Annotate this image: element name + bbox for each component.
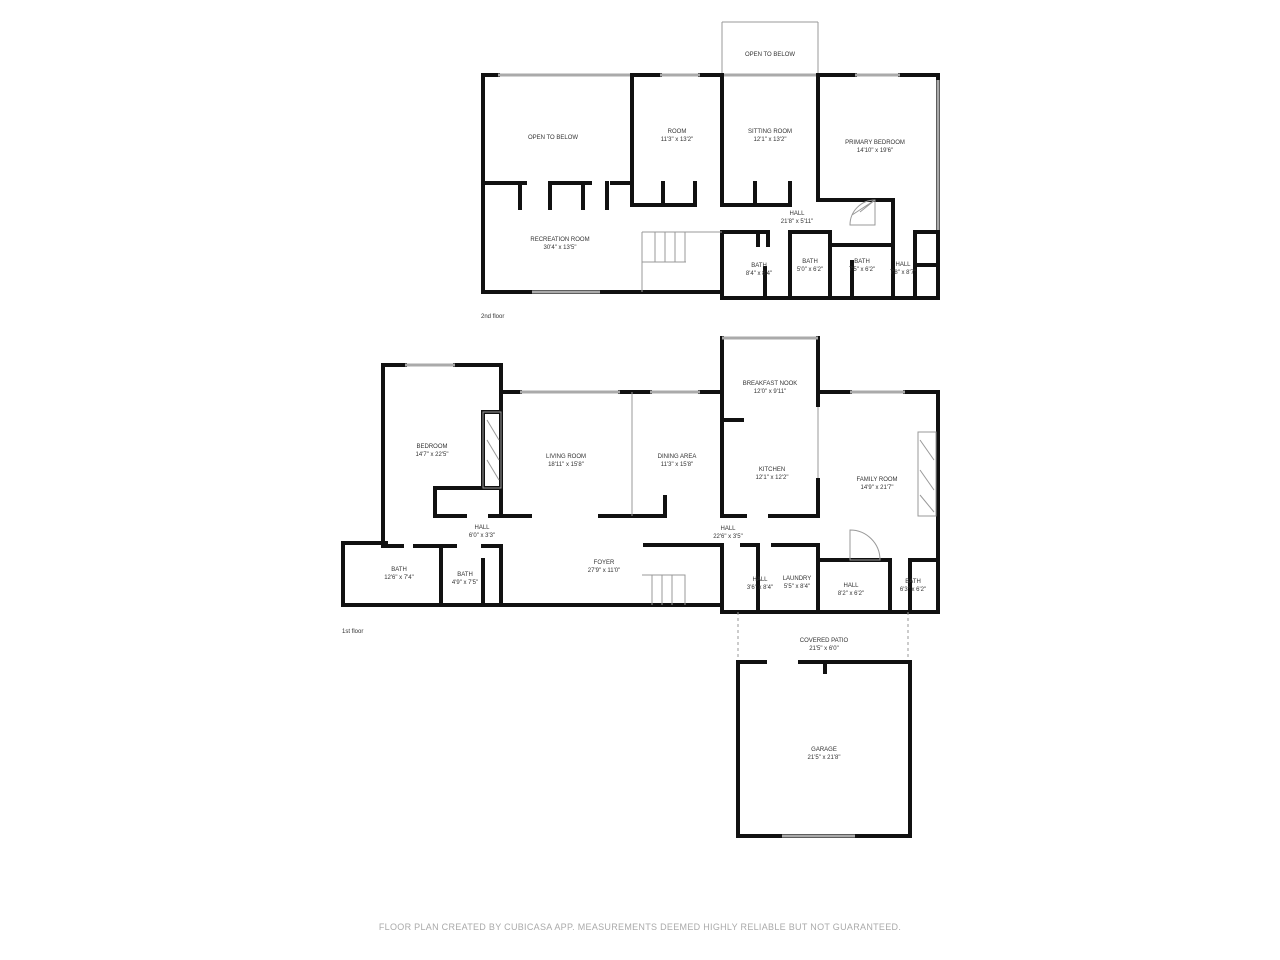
- room-name: BEDROOM: [416, 444, 447, 450]
- footer-disclaimer: FLOOR PLAN CREATED BY CUBICASA APP. MEAS…: [378, 922, 902, 932]
- room-name: BATH: [391, 567, 407, 573]
- room-dims: 12'6" x 7'4": [384, 575, 414, 581]
- room-name: HALL: [789, 211, 805, 217]
- second-floor-labels: OPEN TO BELOW OPEN TO BELOW ROOM 11'3" x…: [481, 52, 916, 320]
- room-name: HALL: [895, 262, 911, 268]
- room-name: BATH: [854, 259, 870, 265]
- room-name: ROOM: [668, 129, 687, 135]
- floor-label: 1st floor: [342, 629, 363, 635]
- room-dims: 6'0" x 3'3": [469, 533, 495, 539]
- room-dims: 12'1" x 13'2": [754, 137, 787, 143]
- room-name: LAUNDRY: [783, 576, 812, 582]
- room-dims: 27'9" x 11'0": [588, 568, 620, 574]
- room-dims: 8'2" x 6'2": [838, 591, 864, 597]
- room-name: LIVING ROOM: [546, 454, 586, 460]
- first-floor-labels: BREAKFAST NOOK 12'0" x 9'11" BEDROOM 14'…: [342, 381, 926, 761]
- room-name: GARAGE: [811, 747, 837, 753]
- room-name: HALL: [720, 526, 736, 532]
- room-dims: 11'3" x 15'8": [661, 462, 693, 468]
- room-name: BATH: [905, 579, 921, 585]
- room-name: BATH: [802, 259, 818, 265]
- room-name: BATH: [751, 263, 767, 269]
- room-dims: 18'11" x 15'8": [548, 462, 584, 468]
- floor-label: 2nd floor: [481, 314, 504, 320]
- room-dims: 11'3" x 13'2": [661, 137, 693, 143]
- room-dims: 22'6" x 3'5": [713, 534, 743, 540]
- room-name: FAMILY ROOM: [856, 477, 897, 483]
- room-name: OPEN TO BELOW: [745, 52, 795, 58]
- room-dims: 14'7" x 22'5": [416, 452, 449, 458]
- room-dims: 3'6" x 8'4": [747, 585, 773, 591]
- room-dims: 14'10" x 19'6": [857, 148, 893, 154]
- first-floor-walls: [341, 336, 940, 614]
- room-name: RECREATION ROOM: [530, 237, 589, 243]
- room-dims: 5'0" x 6'2": [797, 267, 823, 273]
- room-name: DINING AREA: [658, 454, 697, 460]
- room-dims: 12'1" x 12'2": [756, 475, 789, 481]
- room-name: HALL: [752, 577, 768, 583]
- room-dims: 12'0" x 9'11": [754, 389, 786, 395]
- room-dims: 21'8" x 5'11": [781, 219, 813, 225]
- room-dims: 7'8" x 8'7": [890, 270, 916, 276]
- room-name: OPEN TO BELOW: [528, 135, 578, 141]
- second-floor-walls: [481, 21, 940, 300]
- room-name: FOYER: [594, 560, 615, 566]
- room-dims: 4'9" x 7'5": [452, 580, 478, 586]
- room-dims: 6'3" x 6'2": [900, 587, 926, 593]
- room-dims: 30'4" x 13'5": [544, 245, 577, 251]
- room-name: HALL: [474, 525, 490, 531]
- room-dims: 5'5" x 8'4": [784, 584, 810, 590]
- room-name: SITTING ROOM: [748, 129, 792, 135]
- room-dims: 8'4" x 8'4": [746, 271, 772, 277]
- room-name: KITCHEN: [759, 467, 785, 473]
- room-name: BATH: [457, 572, 473, 578]
- patio-garage-walls: [736, 612, 912, 838]
- room-name: HALL: [843, 583, 859, 589]
- room-name: PRIMARY BEDROOM: [845, 140, 905, 146]
- room-dims: 7'5" x 6'2": [849, 267, 875, 273]
- room-dims: 14'9" x 21'7": [861, 485, 894, 491]
- room-dims: 21'5" x 6'0": [809, 646, 839, 652]
- room-dims: 21'5" x 21'8": [808, 755, 841, 761]
- room-name: BREAKFAST NOOK: [743, 381, 798, 387]
- room-name: COVERED PATIO: [800, 638, 849, 644]
